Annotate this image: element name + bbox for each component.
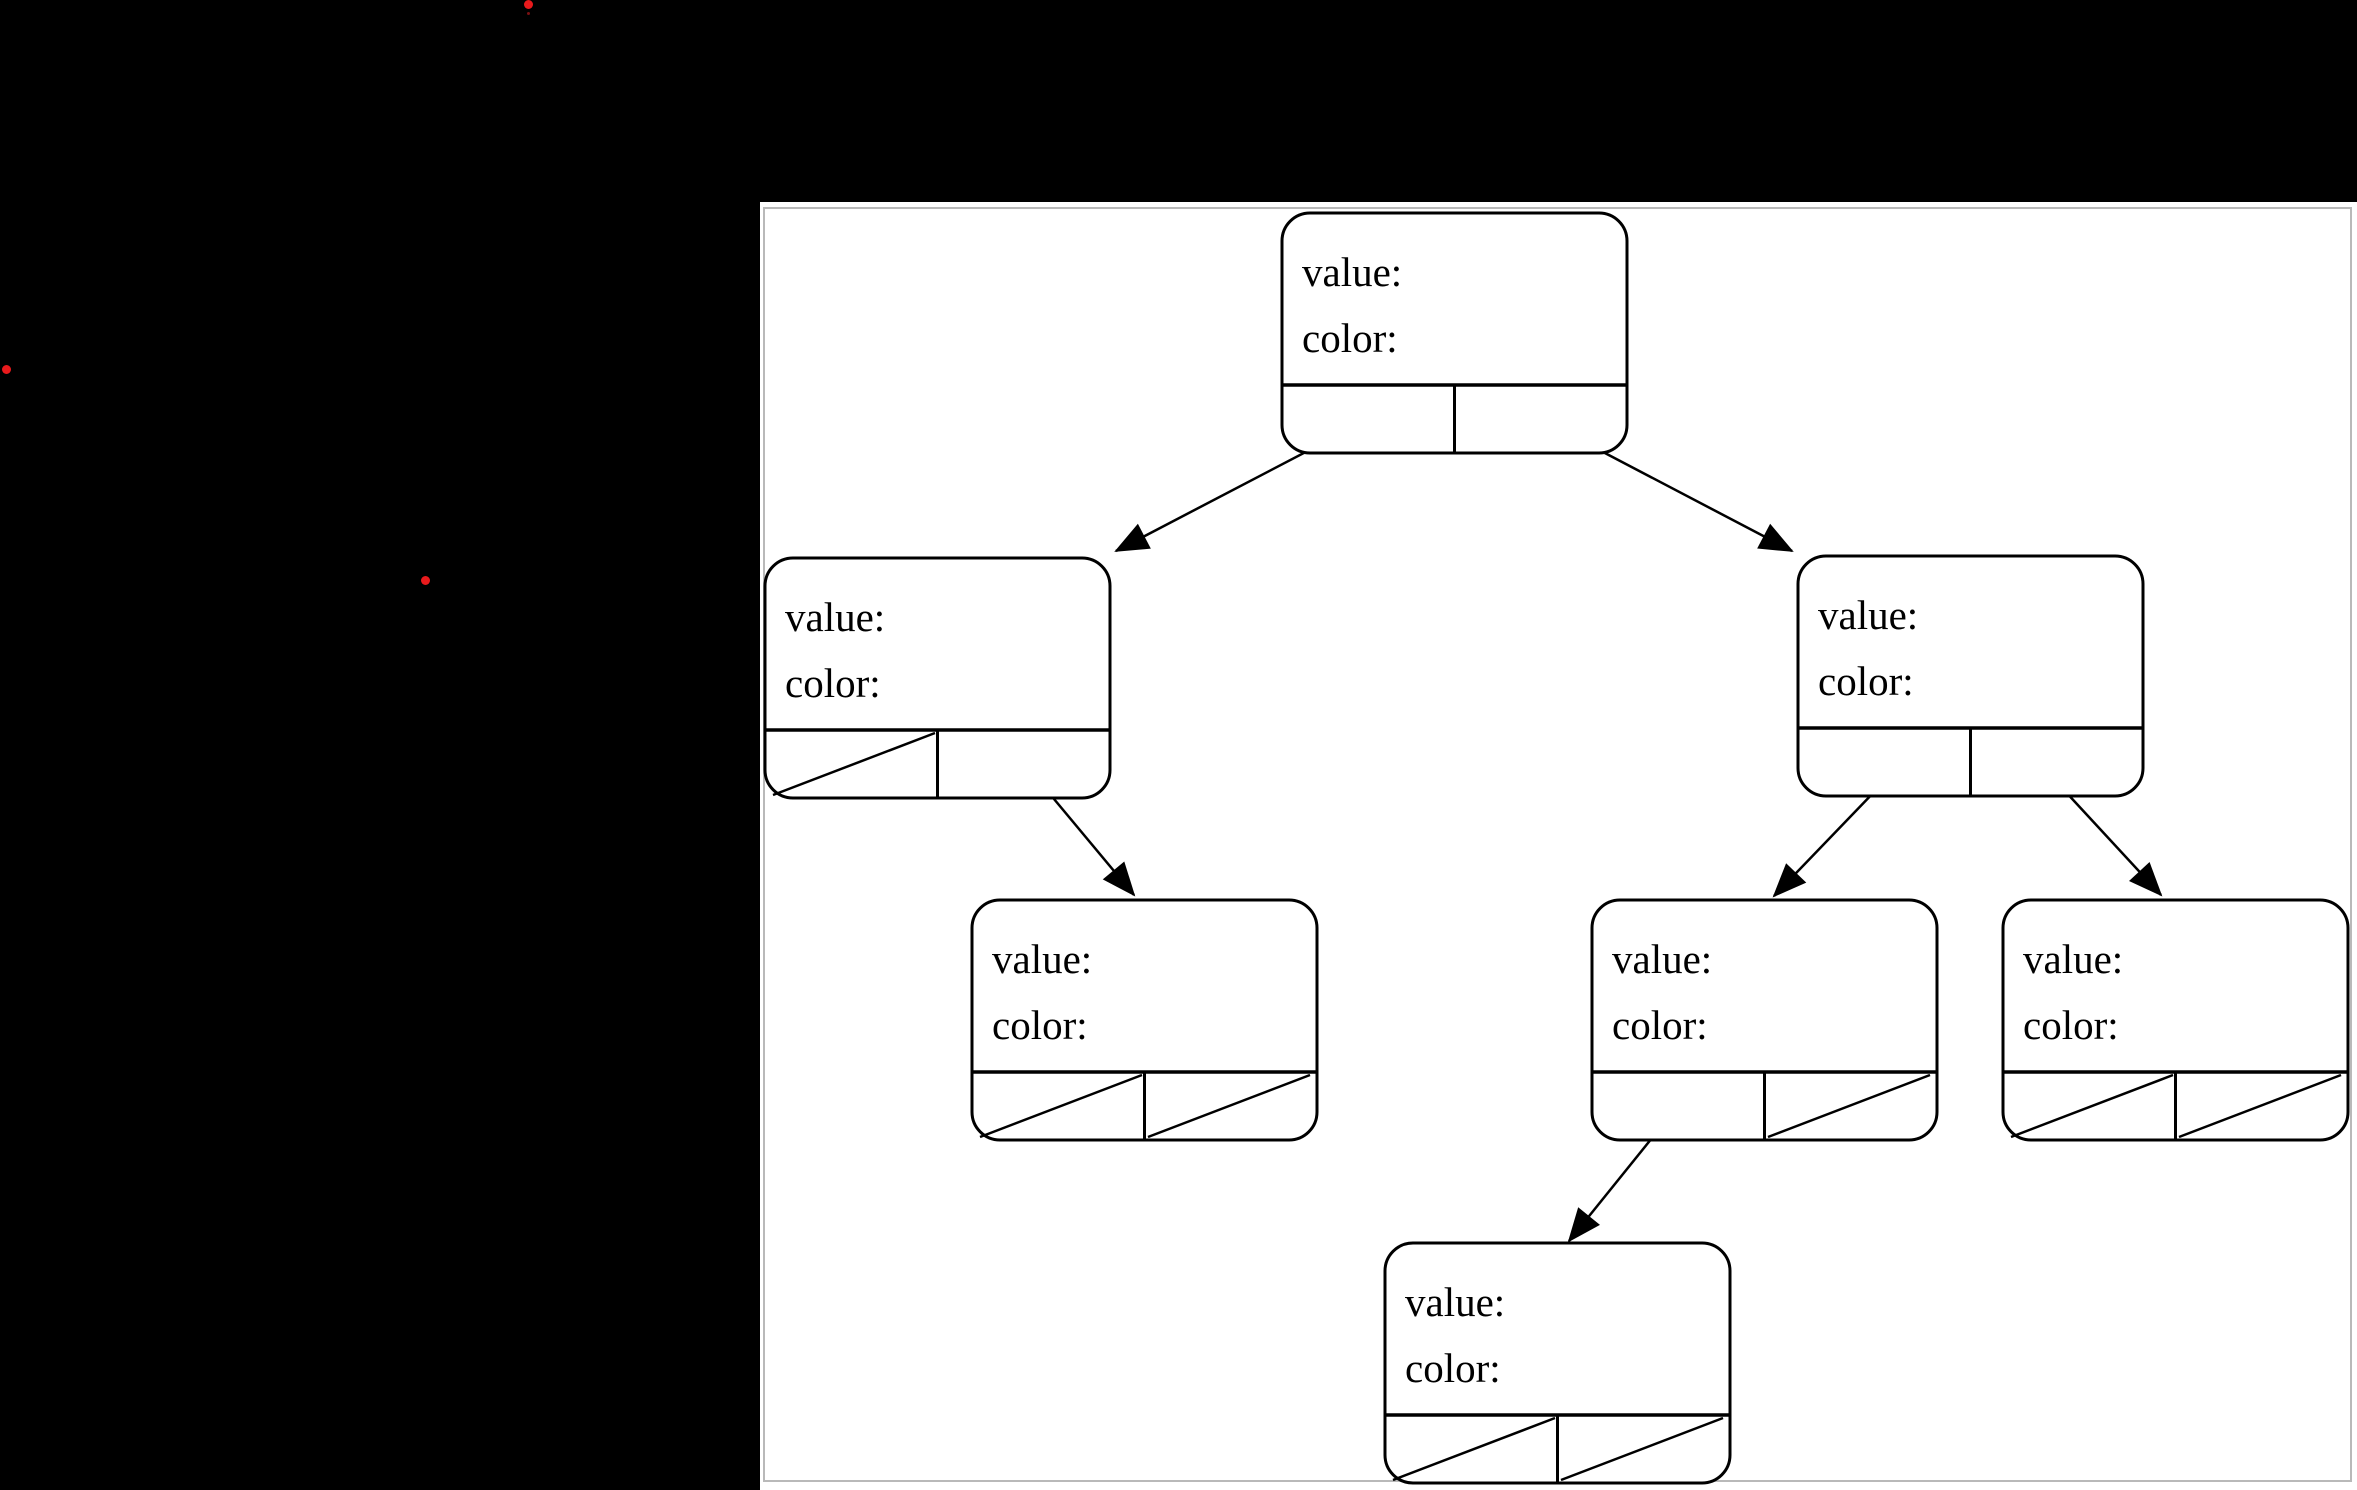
tree-node-right-left: value: color: [1590, 898, 1939, 1142]
color-label: color: [1818, 658, 1914, 704]
color-label: color: [992, 1002, 1088, 1048]
value-label: value: [1818, 592, 1918, 638]
tree-node-left-right: value: color: [970, 898, 1319, 1142]
red-marker-dot-left [2, 365, 11, 374]
tree-node-right: value: color: [1796, 554, 2145, 798]
left-null-diagonal [2010, 1073, 2174, 1139]
right-null-diagonal [1767, 1073, 1931, 1139]
value-label: value: [992, 936, 1092, 982]
tree-node-bottom: value: color: [1383, 1241, 1732, 1485]
left-null-diagonal [1392, 1416, 1556, 1482]
value-label: value: [2023, 936, 2123, 982]
color-label: color: [1405, 1345, 1501, 1391]
color-label: color: [1612, 1002, 1708, 1048]
red-marker-dot-mid [421, 576, 430, 585]
value-label: value: [785, 594, 885, 640]
tree-node-root: value: color: [1280, 211, 1629, 455]
diagram-panel: value: color: value: color: value: color… [760, 202, 2357, 1490]
value-label: value: [1612, 936, 1712, 982]
red-marker-speck [527, 12, 530, 15]
color-label: color: [785, 660, 881, 706]
left-null-diagonal [979, 1073, 1143, 1139]
right-null-diagonal [1560, 1416, 1724, 1482]
tree-node-left: value: color: [763, 556, 1112, 800]
right-null-diagonal [1147, 1073, 1311, 1139]
left-null-diagonal [772, 731, 936, 797]
value-label: value: [1302, 249, 1402, 295]
tree-node-right-right: value: color: [2001, 898, 2350, 1142]
color-label: color: [2023, 1002, 2119, 1048]
color-label: color: [1302, 315, 1398, 361]
value-label: value: [1405, 1279, 1505, 1325]
right-null-diagonal [2178, 1073, 2342, 1139]
red-marker-dot-top [524, 0, 533, 9]
tree-diagram: value: color: value: color: value: color… [763, 207, 2352, 1485]
